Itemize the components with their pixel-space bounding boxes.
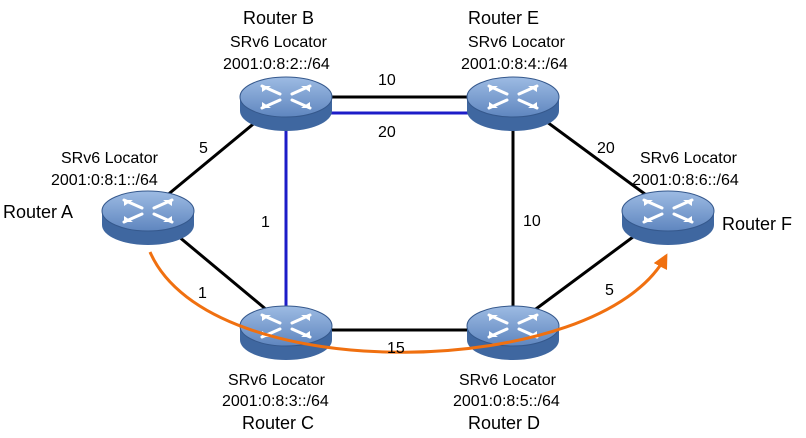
router-e-locator: 2001:0:8:4::/64 [461, 56, 568, 73]
router-d-locator-title: SRv6 Locator [459, 372, 557, 389]
cost-label-d-f: 5 [605, 282, 614, 299]
routers-layer [101, 76, 715, 360]
cost-label-b-e-black: 10 [378, 72, 396, 89]
router-f-name: Router F [722, 214, 792, 234]
router-b-locator: 2001:0:8:2::/64 [223, 56, 330, 73]
links-layer [147, 95, 669, 332]
cost-label-b-c: 1 [261, 214, 270, 231]
router-icon [101, 190, 195, 245]
router-a-locator: 2001:0:8:1::/64 [51, 172, 158, 189]
router-labels: SRv6 Locator 2001:0:8:1::/64 Router A Ro… [3, 8, 792, 433]
cost-label-b-e-blue: 20 [378, 124, 396, 141]
router-d-locator: 2001:0:8:5::/64 [453, 393, 560, 410]
router-b-locator-title: SRv6 Locator [230, 34, 328, 51]
router-e-locator-title: SRv6 Locator [468, 34, 566, 51]
router-icon [239, 76, 333, 131]
router-a-locator-title: SRv6 Locator [61, 150, 159, 167]
cost-label-a-b: 5 [199, 140, 208, 157]
router-e-name: Router E [468, 8, 539, 28]
router-icon [621, 190, 715, 245]
router-c-locator: 2001:0:8:3::/64 [222, 393, 329, 410]
cost-label-e-f: 20 [597, 140, 615, 157]
router-d-name: Router D [468, 413, 540, 433]
router-f-locator: 2001:0:8:6::/64 [632, 172, 739, 189]
router-c-name: Router C [242, 413, 314, 433]
router-a-name: Router A [3, 202, 73, 222]
router-b-name: Router B [243, 8, 314, 28]
link-cost-labels: 5 1 10 20 1 15 10 20 5 [198, 72, 615, 357]
router-icon [466, 76, 560, 131]
router-f-locator-title: SRv6 Locator [640, 150, 738, 167]
traffic-path-arrow [148, 251, 668, 354]
cost-label-a-c: 1 [198, 285, 207, 302]
cost-label-e-d: 10 [523, 213, 541, 230]
cost-label-c-d: 15 [387, 340, 405, 357]
router-icon [239, 305, 333, 360]
router-c-locator-title: SRv6 Locator [228, 372, 326, 389]
